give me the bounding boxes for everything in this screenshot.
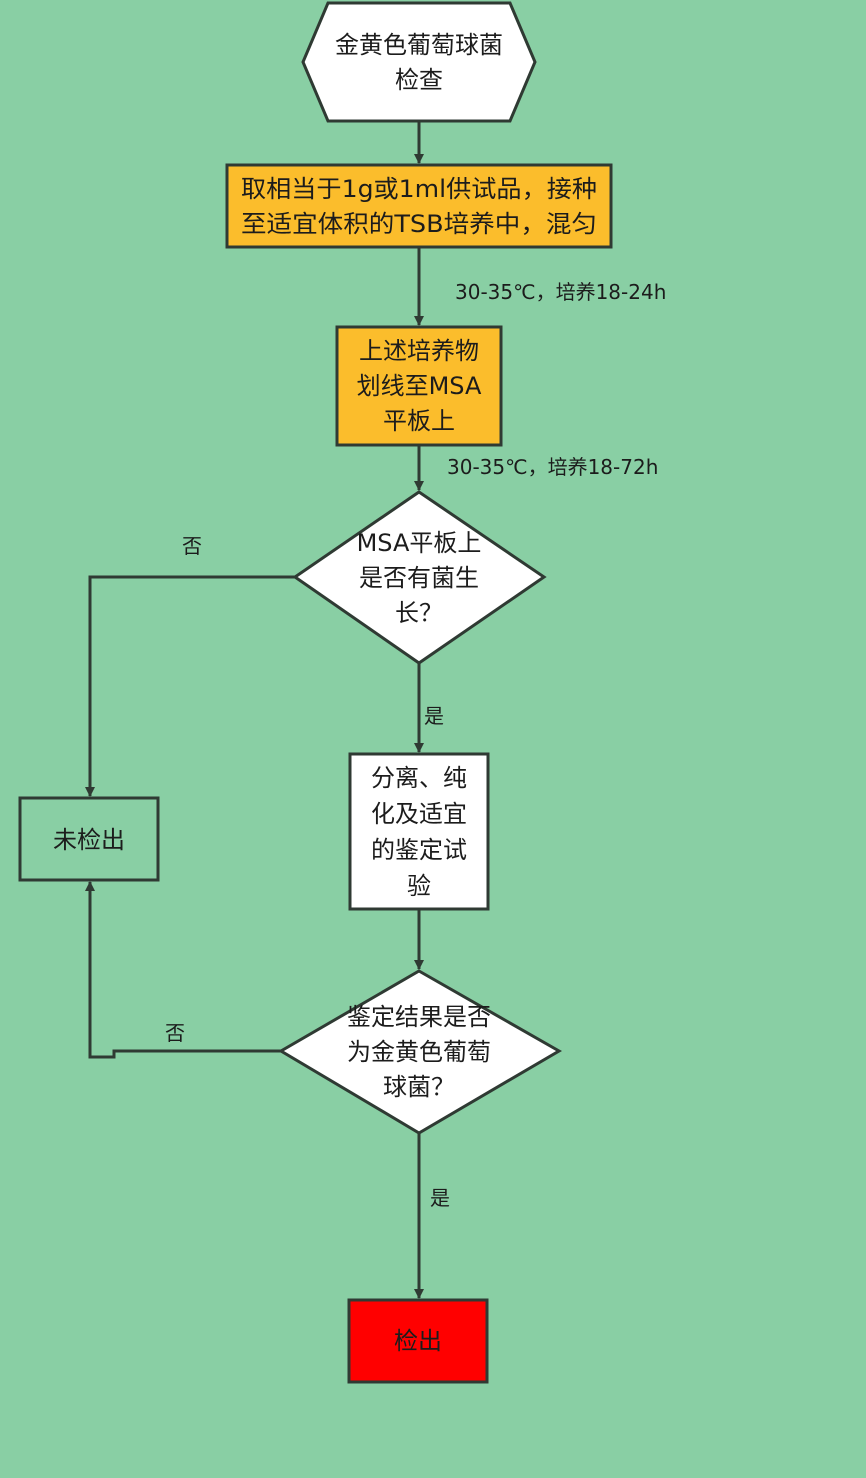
edge-label-culture1: 30-35℃，培养18-24h: [455, 280, 666, 304]
result-check-diamond: [278, 969, 562, 1135]
start-label: 金黄色葡萄球菌 检查: [335, 31, 503, 94]
streak-label-line-3: 平板上: [383, 407, 455, 435]
streak-box: [335, 325, 503, 447]
edge-label-growth-yes: 是: [424, 704, 444, 728]
edge-label-culture2: 30-35℃，培养18-72h: [447, 455, 658, 479]
streak-label-line-2: 划线至MSA: [357, 372, 482, 400]
detected-label-line-1: 检出: [394, 1327, 442, 1355]
result-check-label-line-1: 鉴定结果是否: [347, 1003, 491, 1031]
growth-check-label: MSA平板上 是否有菌生 长？: [357, 529, 482, 627]
detected-box: [347, 1298, 489, 1384]
streak-label: 上述培养物 划线至MSA 平板上: [357, 337, 482, 435]
inoculate-label: 取相当于1g或1ml供试品，接种 至适宜体积的TSB培养中，混匀: [241, 175, 597, 238]
not-detected-box: [18, 796, 160, 882]
result-check-label-line-2: 为金黄色葡萄: [347, 1038, 491, 1066]
identify-label-line-1: 分离、纯: [371, 764, 467, 792]
identify-label: 分离、纯 化及适宜 的鉴定试 验: [371, 764, 467, 900]
start-hexagon: [301, 1, 537, 123]
identify-label-line-4: 验: [407, 872, 431, 900]
inoculate-box: [225, 163, 613, 249]
inoculate-label-line-1: 取相当于1g或1ml供试品，接种: [241, 175, 597, 203]
result-check-label-line-3: 球菌？: [383, 1073, 455, 1101]
edges: [85, 121, 424, 1299]
edge-growth-no-to-not-detected: [85, 575, 295, 797]
growth-check-diamond: [292, 490, 547, 665]
growth-check-label-line-3: 长？: [395, 599, 443, 627]
edge-result-no-to-not-detected: [85, 881, 281, 1059]
inoculate-label-line-2: 至适宜体积的TSB培养中，混匀: [241, 210, 597, 238]
not-detected-label-line-1: 未检出: [53, 826, 125, 854]
edge-label-result-yes: 是: [430, 1186, 450, 1210]
result-check-label: 鉴定结果是否 为金黄色葡萄 球菌？: [347, 1003, 491, 1101]
detected-label: 检出: [394, 1327, 442, 1355]
identify-label-line-2: 化及适宜: [371, 800, 467, 828]
edge-label-growth-no: 否: [182, 534, 202, 558]
start-label-line-1: 金黄色葡萄球菌: [335, 31, 503, 59]
growth-check-label-line-2: 是否有菌生: [359, 564, 479, 592]
identify-label-line-3: 的鉴定试: [371, 836, 467, 864]
nodes: [18, 1, 613, 1384]
streak-label-line-1: 上述培养物: [359, 337, 479, 365]
not-detected-label: 未检出: [53, 826, 125, 854]
edge-label-result-no: 否: [165, 1021, 185, 1045]
start-label-line-2: 检查: [395, 66, 443, 94]
growth-check-label-line-1: MSA平板上: [357, 529, 482, 557]
identify-box: [348, 752, 490, 911]
